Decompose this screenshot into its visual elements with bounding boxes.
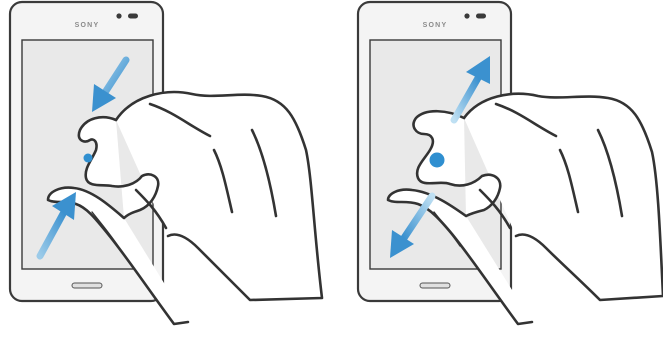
- touch-point-dot-left: [84, 154, 93, 163]
- pinch-out-panel: SONY: [358, 2, 663, 324]
- phone-brand-logo-right: SONY: [423, 22, 448, 29]
- phone-brand-logo-left: SONY: [75, 22, 100, 29]
- touch-point-dot-right: [430, 153, 445, 168]
- pinch-in-panel: SONY: [10, 2, 322, 324]
